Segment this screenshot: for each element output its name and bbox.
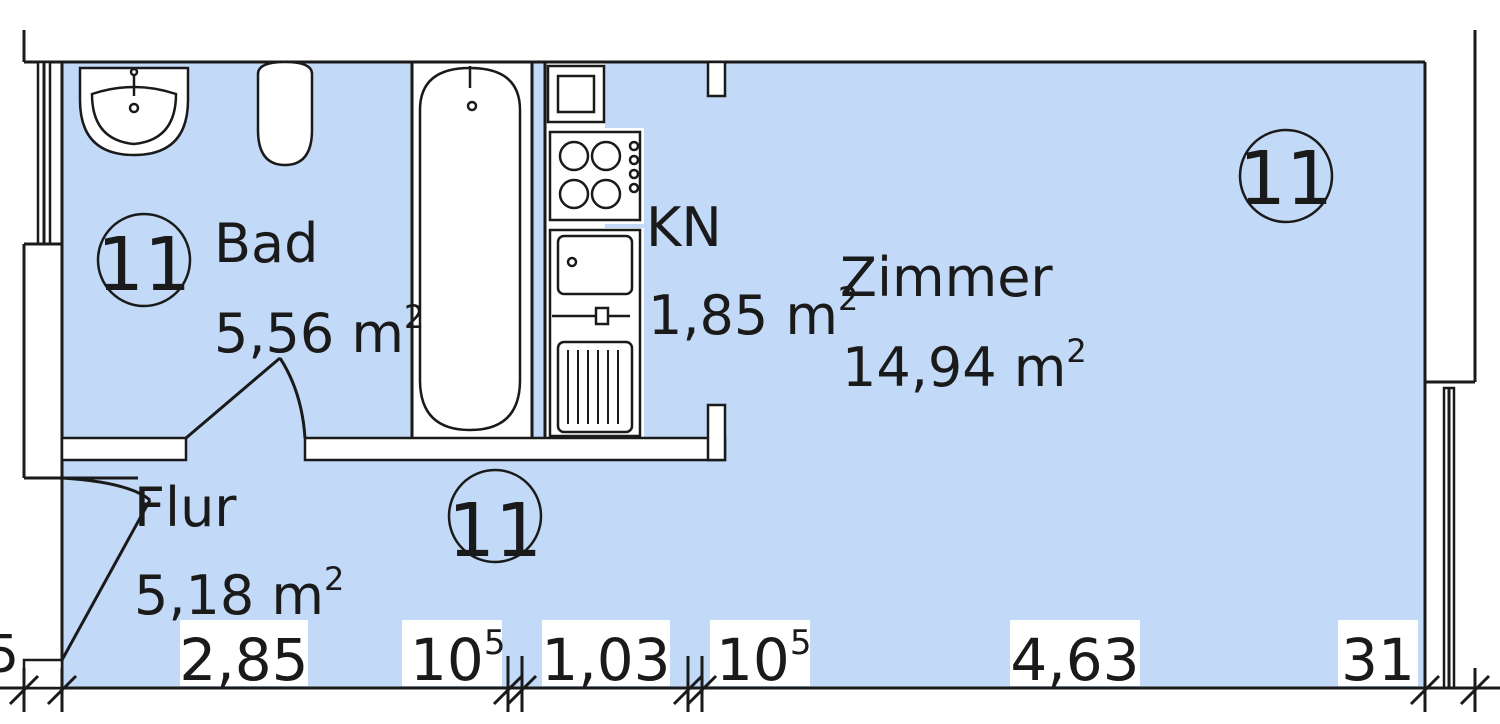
area-unit-exp: 2 <box>404 298 424 336</box>
area-unit-exp: 2 <box>324 560 344 598</box>
room-name-zimmer: Zimmer <box>840 246 1053 309</box>
dimension-partial: 5 <box>0 625 19 685</box>
washbasin-icon <box>78 66 190 157</box>
area-unit: m <box>785 284 838 347</box>
walls <box>0 30 1500 690</box>
toilet-icon <box>256 60 314 167</box>
dimension-sup: 5 <box>790 623 812 663</box>
dimension-label: 4,63 <box>1010 626 1139 694</box>
stove-icon <box>548 130 642 222</box>
unit-number-bad: 11 <box>97 222 191 308</box>
unit-circle-zimmer <box>1238 128 1334 224</box>
area-unit: m <box>271 564 324 627</box>
area-unit: m <box>351 302 404 365</box>
door-entry <box>60 476 152 661</box>
room-area-flur: 5,18 m2 <box>134 560 344 627</box>
area-value: 14,94 <box>842 336 997 399</box>
dimension-label: 105 <box>410 623 505 694</box>
dimension-base: 10 <box>716 626 790 694</box>
room-area-kn: 1,85 m2 <box>648 280 858 347</box>
room-area-bad: 5,56 m2 <box>214 298 424 365</box>
dimension-label: 1,03 <box>541 626 670 694</box>
room-area-zimmer: 14,94 m2 <box>842 332 1087 399</box>
door-bad <box>185 356 307 440</box>
room-name-bad: Bad <box>214 212 318 275</box>
unit-circle-bad <box>96 212 192 308</box>
area-value: 5,56 <box>214 302 334 365</box>
area-value: 5,18 <box>134 564 254 627</box>
dimension-base: 10 <box>410 626 484 694</box>
area-unit-exp: 2 <box>1066 332 1086 370</box>
unit-number-zimmer: 11 <box>1239 136 1333 222</box>
dimension-label: 31 <box>1341 626 1415 694</box>
floor-area <box>62 62 1425 688</box>
unit-number-flur: 11 <box>448 488 542 574</box>
dimension-label: 2,85 <box>179 626 308 694</box>
dimension-sup: 5 <box>484 623 506 663</box>
dimension-label: 105 <box>716 623 811 694</box>
area-unit-exp: 2 <box>838 280 858 318</box>
area-unit: m <box>1014 336 1067 399</box>
room-name-flur: Flur <box>134 476 237 539</box>
room-name-kn: KN <box>646 196 722 259</box>
dimension-ticks <box>8 656 1491 712</box>
bathtub-icon <box>418 66 522 432</box>
sink-icon <box>548 228 642 438</box>
unit-circle-flur <box>447 468 543 564</box>
area-value: 1,85 <box>648 284 768 347</box>
